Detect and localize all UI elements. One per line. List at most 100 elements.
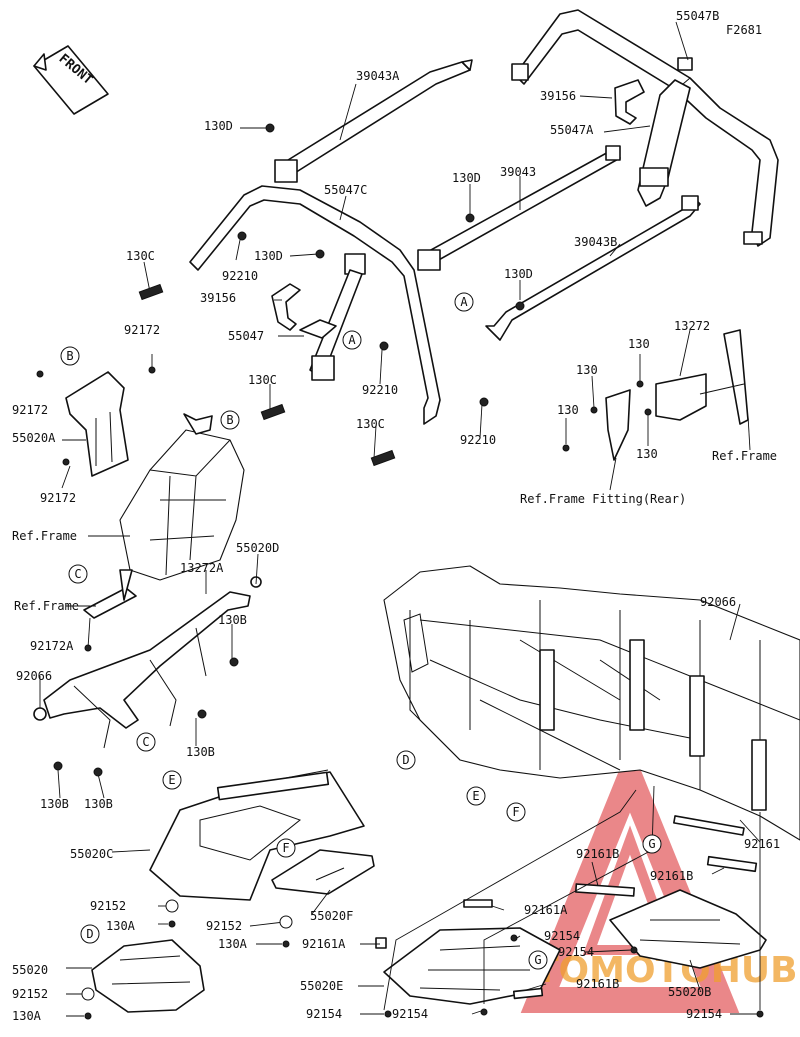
lower-bar-39043B [485,195,701,341]
part-label: 55047 [228,329,264,343]
skid-plate-55020E [383,927,561,1005]
part-label: 92172 [124,323,160,337]
callout-letter: F [512,805,519,819]
strip-parts [375,815,758,1000]
skid-plate-55020 [91,939,205,1013]
part-label: 92154 [306,1007,342,1021]
part-label: 55020F [310,909,353,923]
plate-13272A [83,569,137,619]
part-label: Ref.Frame [14,599,79,613]
part-label: 92161B [576,977,619,991]
part-label: Ref.Frame Fitting(Rear) [520,492,686,506]
front-roll-hoop-55047C [189,185,441,425]
part-label: 92066 [16,669,52,683]
part-label: 55047C [324,183,367,197]
part-label: 92161B [576,847,619,861]
callout-letter: A [460,295,468,309]
front-post-55047 [299,319,337,339]
rear-roll-hoop-55047B [511,9,779,247]
callout-g: G [642,834,662,854]
part-label: 130A [218,937,248,951]
clamp-39156-upper [614,79,645,125]
part-label: 130 [557,403,579,417]
part-label: 39043 [500,165,536,179]
bracket-13272 [655,329,749,425]
callout-g: G [528,950,548,970]
callout-e: E [466,786,486,806]
part-label: 92152 [206,919,242,933]
callout-f: F [276,838,296,858]
part-label: 92154 [686,1007,722,1021]
main-frame-ref [383,565,800,841]
part-label: 130A [106,919,136,933]
part-label: 92172 [12,403,48,417]
part-label: 92154 [558,945,594,959]
part-label: 130B [40,797,69,811]
part-label: 130C [356,417,385,431]
part-label: 92210 [362,383,398,397]
callout-letter: A [348,333,356,347]
part-label: 130D [254,249,283,263]
part-label: Ref.Frame [712,449,777,463]
part-label: 55020D [236,541,279,555]
part-label: 92066 [700,595,736,609]
callout-letter: D [86,927,93,941]
part-label: 39043B [574,235,617,249]
part-label: 55020E [300,979,343,993]
callout-letter: C [74,567,81,581]
callout-letter: B [66,349,73,363]
callout-d: D [396,750,416,770]
part-label: 130D [504,267,533,281]
callout-a: A [342,330,362,350]
part-label: 92172A [30,639,74,653]
callout-f: F [506,802,526,822]
callout-c: C [68,564,88,584]
skid-plate-55020C [149,769,365,901]
part-label: 92152 [12,987,48,1001]
callout-letter: G [534,953,541,967]
left-frame-ref [119,413,245,581]
callout-c: C [136,732,156,752]
part-label: 92210 [222,269,258,283]
callout-letter: F [282,841,289,855]
callout-a: A [454,292,474,312]
part-label: 39156 [540,89,576,103]
skid-plate-55020B [609,889,767,969]
part-label: 55020B [668,985,711,999]
part-label: 130B [84,797,113,811]
callout-d: D [80,924,100,944]
part-label: 55020 [12,963,48,977]
front-bumper-55020D [33,576,262,749]
callout-letter: G [648,837,655,851]
part-label: 39156 [200,291,236,305]
callout-b: B [220,410,240,430]
part-label: 130C [126,249,155,263]
callout-b: B [60,346,80,366]
front-direction-arrow: FRONT [33,45,109,115]
side-post-55047A [637,79,691,207]
part-label: 13272A [180,561,224,575]
part-label: 130 [576,363,598,377]
skid-plate-55020F [271,849,375,895]
part-label: 92161A [524,903,568,917]
part-label: 92172 [40,491,76,505]
part-label: 55047A [550,123,594,137]
part-label: 92154 [544,929,580,943]
part-label: Ref.Frame [12,529,77,543]
part-label: 55020C [70,847,113,861]
callout-letter: D [402,753,409,767]
part-label: 55047B [676,9,719,23]
part-label: 13272 [674,319,710,333]
frame-fitting-rear [605,389,631,461]
part-label: 55020A [12,431,56,445]
part-label: 130B [218,613,247,627]
callout-letter: E [168,773,175,787]
part-label: 130 [636,447,658,461]
part-label: 130 [628,337,650,351]
callout-letter: C [142,735,149,749]
part-label: 130B [186,745,215,759]
part-label: 92154 [392,1007,428,1021]
